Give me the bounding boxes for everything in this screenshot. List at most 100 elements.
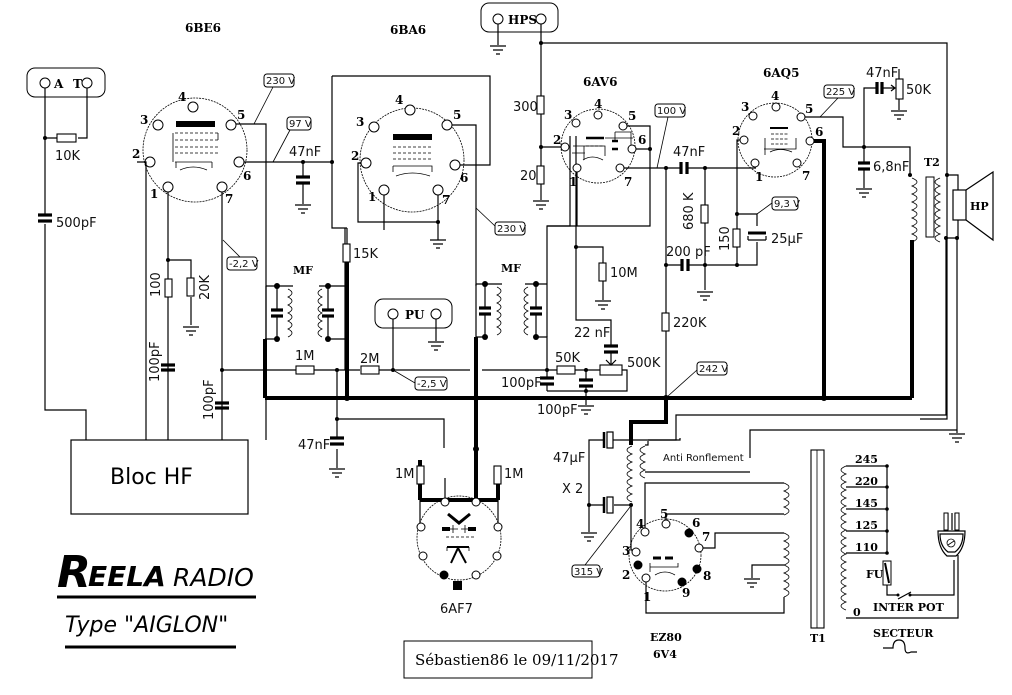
label-500pf: 500pF xyxy=(56,216,97,231)
pin-5: 5 xyxy=(628,109,636,123)
tap-220: 220 xyxy=(855,475,878,488)
pin-5: 5 xyxy=(805,102,813,116)
pin-6: 6 xyxy=(815,125,823,139)
t1-secondary-coils xyxy=(782,482,790,598)
t2-label: T2 xyxy=(924,156,940,169)
pin-1: 1 xyxy=(368,190,376,204)
pin-3: 3 xyxy=(140,113,148,127)
resistor-50k xyxy=(556,365,576,375)
resistor-10m xyxy=(598,262,607,282)
label-150: 150 xyxy=(718,226,733,251)
pin-6: 6 xyxy=(460,171,468,185)
pin-8: 8 xyxy=(703,569,711,583)
pin-1: 1 xyxy=(569,175,577,189)
filter-capacitor-1 xyxy=(602,431,614,449)
credit-text: Sébastien86 le 09/11/2017 xyxy=(415,651,619,669)
resistor-150 xyxy=(732,228,741,248)
model-label: Type "AIGLON" xyxy=(65,613,228,638)
resistor-20k xyxy=(186,277,195,297)
label-220k: 220K xyxy=(673,316,707,331)
pin-1: 1 xyxy=(150,187,158,201)
label-100: 100 xyxy=(149,272,164,297)
hp-label: HP xyxy=(970,200,989,213)
pin-2: 2 xyxy=(132,147,140,161)
label-47nf-b: 47nF xyxy=(298,438,330,453)
label-6-8nf: 6,8nF xyxy=(873,160,909,175)
label-10m: 10M xyxy=(610,266,638,281)
voltage-tag-minus-2-5v: -2,5 V xyxy=(414,376,448,391)
pin-7: 7 xyxy=(624,175,632,189)
pin-1: 1 xyxy=(643,590,651,604)
pin-5: 5 xyxy=(660,507,668,521)
pu-connector: PU xyxy=(374,298,453,329)
svg-text:242 V: 242 V xyxy=(699,364,728,375)
svg-text:9,3 V: 9,3 V xyxy=(774,199,800,210)
potentiometer-500k xyxy=(599,364,623,376)
label-300: 300 xyxy=(513,100,538,115)
resistor-2m xyxy=(360,365,380,375)
tube-6af7 xyxy=(416,495,503,590)
pin-1: 1 xyxy=(755,170,763,184)
pin-3: 3 xyxy=(741,100,749,114)
label-100pf-a: 100pF xyxy=(148,341,163,382)
svg-text:225 V: 225 V xyxy=(826,87,855,98)
tube-label-6aq5: 6AQ5 xyxy=(763,66,799,80)
pin-2: 2 xyxy=(732,124,740,138)
svg-text:-2,2 V: -2,2 V xyxy=(229,259,259,270)
pin-2: 2 xyxy=(553,133,561,147)
pin-3: 3 xyxy=(622,544,630,558)
tube-ez80 xyxy=(628,518,704,592)
pin-7: 7 xyxy=(442,193,450,207)
pin-2: 2 xyxy=(622,568,630,582)
tap-125: 125 xyxy=(855,519,878,532)
voltage-tag-230v-a: 230 V xyxy=(263,73,295,88)
tap-110: 110 xyxy=(855,541,878,554)
pin-7: 7 xyxy=(802,169,810,183)
potentiometer-50k xyxy=(895,78,904,100)
pin-2: 2 xyxy=(351,149,359,163)
label-100pf-b: 100pF xyxy=(202,379,217,420)
tube-label-6v4: 6V4 xyxy=(653,648,677,661)
resistor-1m xyxy=(295,365,315,375)
t1-primary-coil xyxy=(840,465,848,611)
svg-text:100 V: 100 V xyxy=(657,106,686,117)
resistor-680k xyxy=(700,204,709,224)
if-transformer-2 xyxy=(475,281,548,340)
label-1m-b: 1M xyxy=(504,467,524,482)
resistor-10k xyxy=(56,133,77,143)
label-2m: 2M xyxy=(360,352,380,367)
if-transformer-1 xyxy=(265,283,346,342)
speaker-coil xyxy=(952,189,967,221)
tap-0: 0 xyxy=(853,606,861,619)
tube-6aq5 xyxy=(737,102,815,178)
resistor-1m-b xyxy=(493,465,502,485)
resistor-15k xyxy=(342,243,351,263)
hps-connector: HPS xyxy=(480,2,559,33)
pin-7: 7 xyxy=(225,192,233,206)
antenna-a-label: A xyxy=(53,77,64,91)
mains-plug-icon xyxy=(937,512,966,557)
brand-rest: EELA xyxy=(88,560,166,593)
credit-box xyxy=(403,640,593,679)
resistor-300 xyxy=(536,95,545,115)
tube-label-ez80: EZ80 xyxy=(650,631,682,644)
label-200pf: 200 pF xyxy=(666,245,711,260)
mf2-label: MF xyxy=(501,262,521,275)
pin-6: 6 xyxy=(638,133,646,147)
tube-label-6af7: 6AF7 xyxy=(440,602,473,617)
label-1m: 1M xyxy=(295,349,315,364)
filter-capacitor-2 xyxy=(602,496,614,514)
label-10k: 10K xyxy=(55,149,81,164)
pu-label: PU xyxy=(405,308,425,322)
label-100pf-d: 100pF xyxy=(537,403,578,418)
pin-4: 4 xyxy=(636,517,644,531)
fuse xyxy=(882,560,892,586)
mf1-label: MF xyxy=(293,264,313,277)
label-50k-pot: 50K xyxy=(906,83,932,98)
anti-ronflement-label: Anti Ronflement xyxy=(663,453,744,464)
bloc-hf-label: Bloc HF xyxy=(110,465,193,490)
svg-text:230 V: 230 V xyxy=(497,224,526,235)
pin-3: 3 xyxy=(564,108,572,122)
resistor-1m-a xyxy=(416,465,425,485)
